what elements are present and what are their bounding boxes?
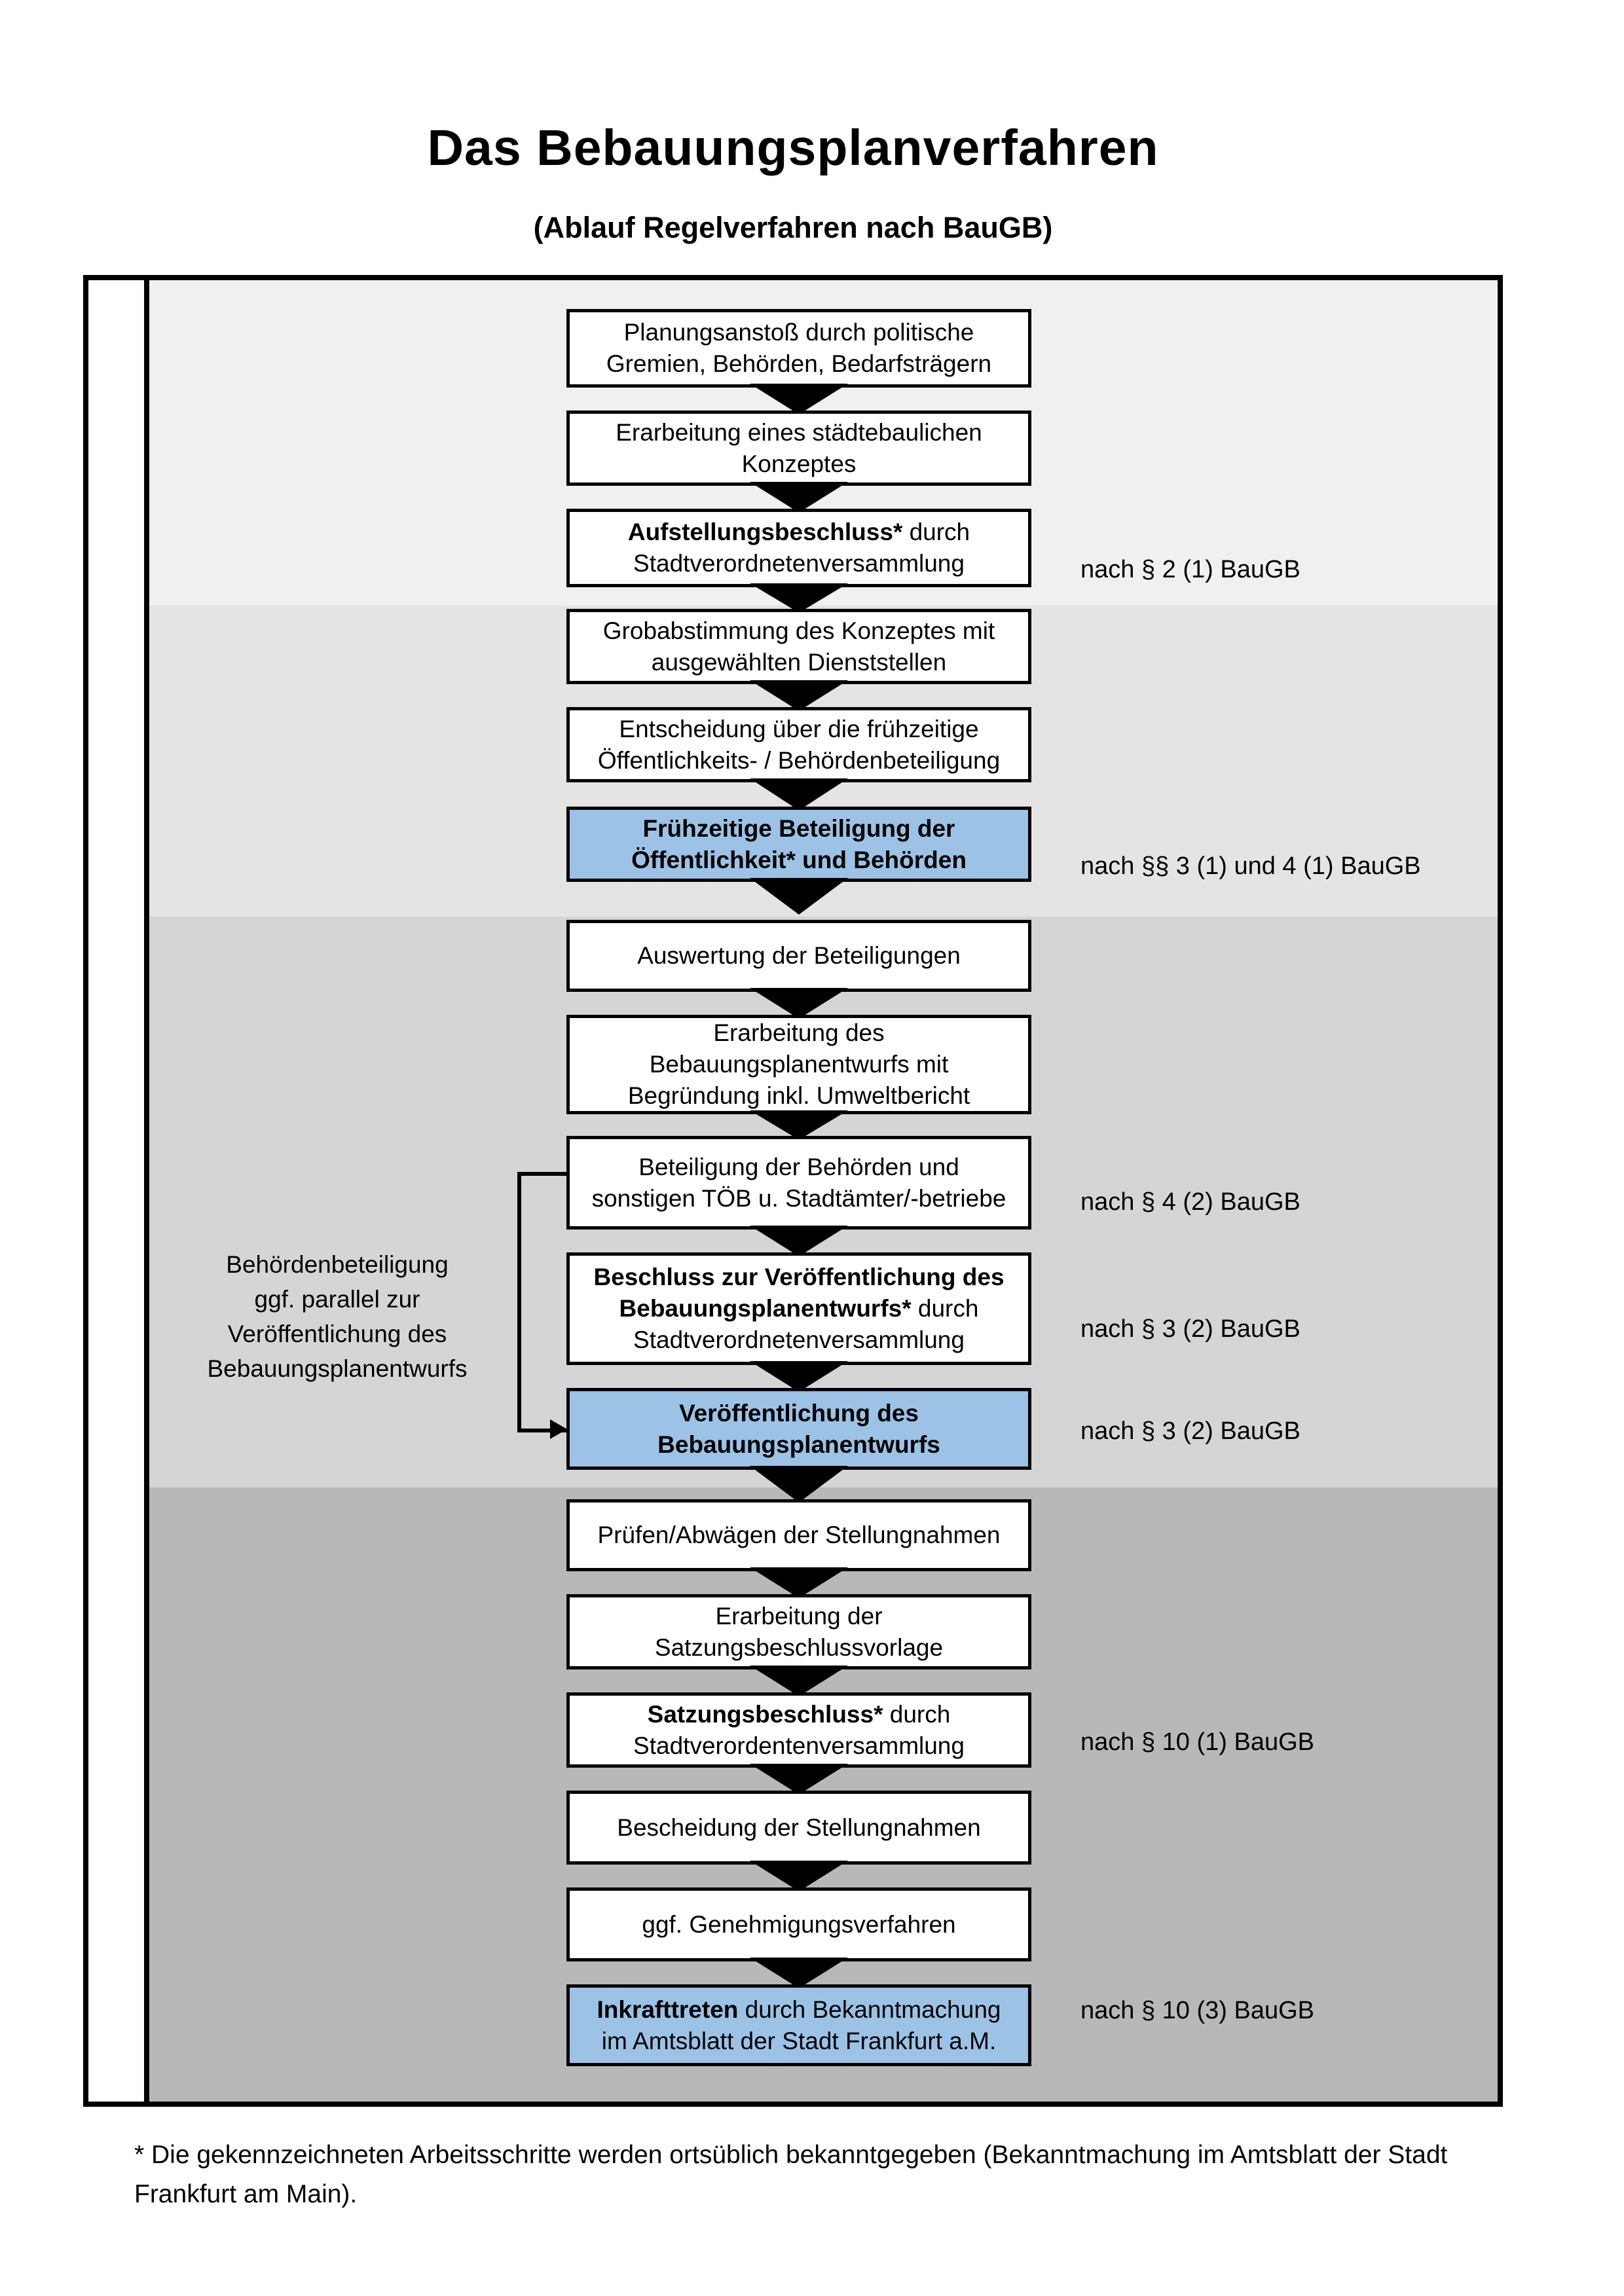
step-text: Veröffentlichung des bbox=[679, 1399, 919, 1427]
step-pruefen-abwaegen: Prüfen/Abwägen der Stellungnahmen bbox=[566, 1499, 1031, 1571]
step-text: Bebauungsplanentwurfs bbox=[657, 1430, 940, 1458]
flow-arrow-down-icon bbox=[750, 384, 848, 414]
step-text: ggf. Genehmigungsverfahren bbox=[642, 1910, 956, 1938]
flow-arrow-down-icon bbox=[750, 583, 848, 613]
flow-arrow-down-icon bbox=[750, 1466, 848, 1503]
parallel-connector-arrow-icon bbox=[550, 1419, 567, 1439]
step-text: Prüfen/Abwägen der Stellungnahmen bbox=[597, 1522, 1001, 1548]
step-inkrafttreten: Inkrafttreten durch Bekanntmachung im Amt… bbox=[566, 1984, 1031, 2066]
step-text: ausgewählten Dienststellen bbox=[651, 648, 947, 676]
legal-reference-inkrafttreten: nach § 10 (3) BauGB bbox=[1080, 1997, 1314, 2024]
legal-reference-fruehzeitige-beteiligung: nach §§ 3 (1) und 4 (1) BauGB bbox=[1080, 852, 1421, 880]
step-text: Bebauungsplanentwurfs mit bbox=[649, 1051, 949, 1078]
step-text: im Amtsblatt der Stadt Frankfurt a.M. bbox=[601, 2027, 997, 2054]
flow-arrow-down-icon bbox=[750, 778, 848, 811]
step-text: Aufstellungsbeschluss* bbox=[627, 519, 903, 545]
flow-arrow-down-icon bbox=[750, 878, 848, 915]
step-text: Entscheidung über die frühzeitige bbox=[619, 715, 979, 742]
flow-arrow-down-icon bbox=[750, 1110, 848, 1140]
step-bescheidung-stellungnahmen: Bescheidung der Stellungnahmen bbox=[566, 1791, 1031, 1865]
step-text: Grobabstimmung des Konzeptes mit bbox=[602, 617, 995, 644]
flow-arrow-down-icon bbox=[750, 680, 848, 711]
legal-reference-beschluss-veroeffentlichung: nach § 3 (2) BauGB bbox=[1080, 1315, 1301, 1343]
step-text: Stadtverordnetenversammlung bbox=[633, 550, 965, 577]
step-text: Konzeptes bbox=[741, 450, 857, 477]
step-text: Stadtverordentenversammlung bbox=[633, 1732, 965, 1759]
step-text: Satzungsbeschlussvorlage bbox=[654, 1633, 944, 1661]
step-text: Auswertung der Beteiligungen bbox=[637, 942, 961, 969]
step-text: Erarbeitung der bbox=[715, 1602, 883, 1630]
flow-arrow-down-icon bbox=[750, 1861, 848, 1891]
step-text: Beteiligung der Behörden und bbox=[638, 1153, 959, 1180]
step-auswertung-beteiligungen: Auswertung der Beteiligungen bbox=[566, 920, 1031, 992]
step-grobabstimmung: Grobabstimmung des Konzeptes mit ausgewäh… bbox=[566, 609, 1031, 684]
step-text: Erarbeitung eines städtebaulichen bbox=[616, 418, 982, 446]
flow-arrow-down-icon bbox=[750, 988, 848, 1019]
step-genehmigungsverfahren: ggf. Genehmigungsverfahren bbox=[566, 1887, 1031, 1961]
flow-arrow-down-icon bbox=[750, 1361, 848, 1392]
step-text: durch Bekanntmachung bbox=[738, 1995, 1001, 2023]
parallel-note: Behördenbeteiligung ggf. parallel zur Ve… bbox=[207, 1251, 468, 1382]
flow-arrow-down-icon bbox=[750, 1958, 848, 1988]
legal-reference-veroeffentlichung-entwurf: nach § 3 (2) BauGB bbox=[1080, 1417, 1301, 1445]
footnote: * Die gekennzeichneten Arbeitsschritte w… bbox=[134, 2141, 1448, 2208]
flow-arrow-down-icon bbox=[750, 1226, 848, 1256]
step-text: durch bbox=[883, 1700, 951, 1728]
step-text: Erarbeitung des bbox=[713, 1019, 885, 1046]
flow-arrow-down-icon bbox=[750, 1666, 848, 1696]
step-beteiligung-behoerden: Beteiligung der Behörden und sonstigen TÖ… bbox=[566, 1136, 1031, 1230]
step-text: Begründung inkl. Umweltbericht bbox=[627, 1082, 970, 1109]
flow-arrow-down-icon bbox=[750, 1567, 848, 1598]
step-text: Öffentlichkeit* und Behörden bbox=[631, 846, 967, 873]
flow-arrow-down-icon bbox=[750, 1764, 848, 1795]
parallel-connector bbox=[517, 1172, 566, 1432]
step-text: Bebauungsplanentwurfs* bbox=[619, 1295, 912, 1322]
step-text: Bescheidung der Stellungnahmen bbox=[617, 1813, 981, 1841]
phase-label-column bbox=[88, 280, 144, 2102]
legal-reference-aufstellungsbeschluss: nach § 2 (1) BauGB bbox=[1080, 556, 1301, 583]
step-text: Planungsanstoß durch politische bbox=[623, 319, 974, 346]
step-text: Beschluss zur Veröffentlichung des bbox=[593, 1264, 1005, 1290]
step-text: sonstigen TÖB u. Stadtämter/-betriebe bbox=[591, 1184, 1006, 1212]
step-text: Frühzeitige Beteiligung der bbox=[642, 814, 955, 842]
step-text: Gremien, Behörden, Bedarfsträgern bbox=[606, 350, 992, 377]
step-text: durch bbox=[911, 1295, 979, 1322]
legal-reference-beteiligung-behoerden: nach § 4 (2) BauGB bbox=[1080, 1188, 1301, 1216]
flow-arrow-down-icon bbox=[750, 482, 848, 513]
step-text: Stadtverordnetenversammlung bbox=[633, 1326, 965, 1353]
step-text: Inkrafttreten bbox=[597, 1995, 739, 2023]
diagram-subtitle: (Ablauf Regelverfahren nach BauGB) bbox=[533, 211, 1053, 244]
diagram-title: Das Bebauungsplanverfahren bbox=[427, 120, 1159, 176]
step-text: Satzungsbeschluss* bbox=[647, 1700, 883, 1728]
phase-column-divider bbox=[144, 280, 149, 2102]
legal-reference-satzungsbeschluss: nach § 10 (1) BauGB bbox=[1080, 1728, 1314, 1756]
step-text: Öffentlichkeits- / Behördenbeteiligung bbox=[597, 746, 1001, 774]
step-text: durch bbox=[902, 519, 970, 545]
